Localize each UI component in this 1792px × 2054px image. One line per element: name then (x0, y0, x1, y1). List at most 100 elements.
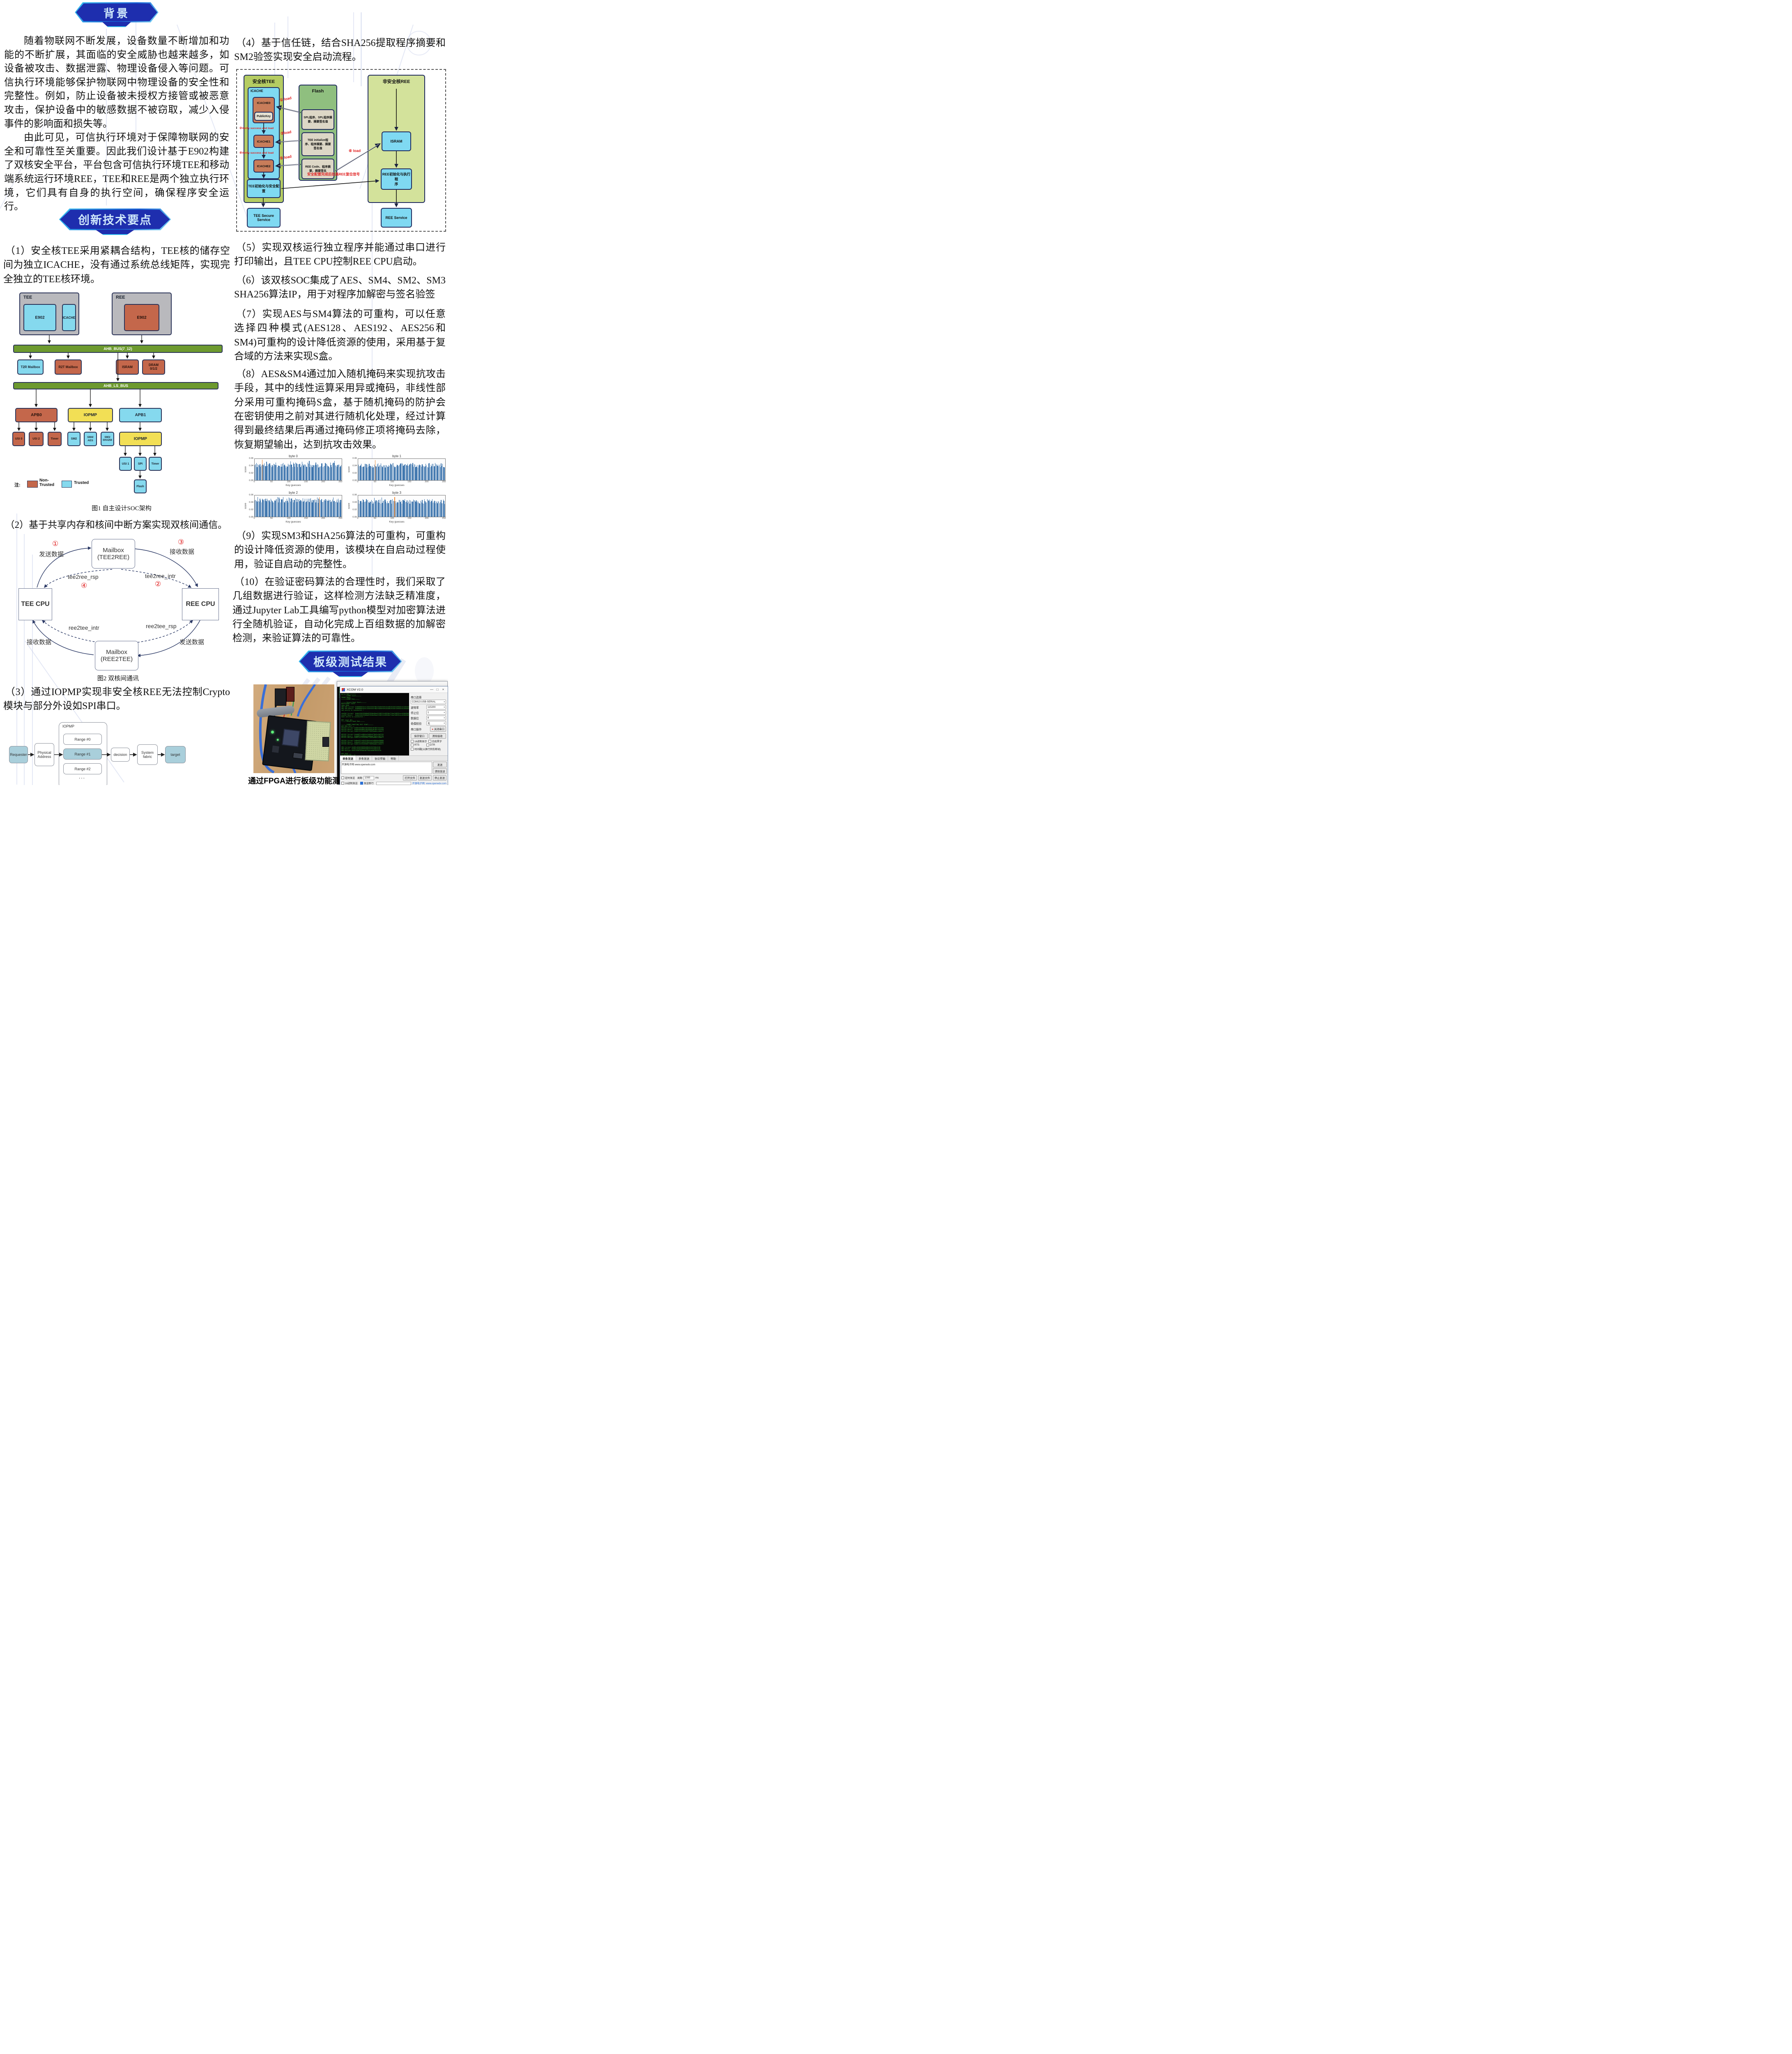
usb-module (275, 689, 286, 706)
fig1-sm4-aes: SM4/ AES (84, 432, 97, 446)
point-7: （7）实现AES与SM4算法的可重构，可以任意选择四种模式(AES128、AES… (234, 309, 446, 362)
fig1-e902-tee: E902 (23, 304, 56, 331)
fig1-usi0: USI 0 (12, 432, 25, 446)
close-button[interactable]: × (442, 688, 444, 691)
tab-协议传输[interactable]: 协议传输 (372, 756, 388, 760)
send-progress-bar (376, 781, 411, 785)
stopbit-select[interactable]: 1▾ (426, 710, 446, 715)
fig1-legend-nontrusted-label: Non- Trusted (39, 478, 55, 487)
port-label: 串口选择 (411, 696, 422, 699)
boot-spl-box: SPL程序、SPL程序摘 要、摘要签名值 (301, 109, 334, 130)
background-badge-label: 背景 (104, 7, 130, 20)
rts-checkbox[interactable]: RTS (411, 744, 419, 746)
fig1-t2r-mailbox: T2R Mailbox (17, 359, 44, 375)
fig1-caption: 图1 自主设计SOC架构 (92, 505, 152, 512)
checkbox-icon (341, 776, 344, 779)
iopmp-decision: decision (111, 748, 130, 762)
checkbox-icon (411, 740, 414, 743)
fig2-step2: ② (155, 580, 161, 588)
fig2-caption: 图2 双核间通讯 (97, 675, 139, 682)
fig1-usi1: USI 1 (119, 457, 132, 471)
clear-send-button[interactable]: 清除发送 (433, 768, 447, 774)
led-green (276, 739, 279, 741)
openedv-link[interactable]: 开源电子网: www.openedv.com (412, 783, 446, 785)
baud-select[interactable]: 115200▾ (426, 705, 446, 709)
hex-display-checkbox[interactable]: 16进制显示 (411, 739, 427, 743)
fig1-apb1: APB1 (119, 408, 162, 422)
chevron-down-icon: ▾ (444, 722, 445, 725)
iopmp-requester: Requester (9, 746, 28, 763)
point-8: （8）AES&SM4通过加入随机掩码来实现抗攻击手段，其中的线性运算采用异或掩码… (234, 369, 446, 450)
boot-load6-label: ⑥ load (349, 149, 361, 153)
parity-select[interactable]: 无▾ (426, 721, 446, 725)
fig2-mailbox-tee2ree: Mailbox (TEE2REE) (92, 539, 135, 569)
point-4: （4）基于信任链，结合SHA256提取程序摘要和SM2验签实现安全启动流程。 (234, 38, 446, 63)
serial-module (286, 687, 294, 702)
port-status-icon: ● (432, 728, 434, 731)
fig1-legend-trusted-swatch (62, 481, 72, 488)
minimize-button[interactable]: — (430, 688, 433, 691)
boot-icache1: ICACHE1 (253, 135, 274, 148)
xcom-window: XCOM V2.0 — □ × Hello REE!!!!!!!! ——————… (340, 686, 448, 785)
iopmp-physical-address: Physical Address (35, 743, 54, 766)
point-5: （5）实现双核运行独立程序并能通过串口进行打印输出，且TEE CPU控制REE … (234, 242, 446, 267)
timed-send-checkbox[interactable]: 定时发送 (341, 776, 355, 780)
fig1-dram: DRAM 0/1/2 (142, 359, 165, 375)
fig2-step4: ④ (81, 582, 87, 589)
open-file-button[interactable]: 打开文件 (403, 775, 417, 781)
port-select[interactable]: COM13:USB-SERIAL▾ (411, 700, 446, 704)
fig2-recv-bottom-label: 接收数据 (27, 639, 52, 646)
boot-ree-init: REE初始化与执行程 序 (381, 168, 412, 190)
white-bg-checkbox[interactable]: 白底黑字 (428, 739, 442, 743)
point-3: （3）通过IOPMP实现非安全核REE无法控制Crypto模块与部分外设如SPI… (3, 687, 230, 712)
checkbox-icon (341, 782, 344, 785)
iopmp-range0: Range #0 (63, 734, 102, 745)
iopmp-system-fabric: System fabric (137, 744, 158, 765)
fig3-iopmp-flow: IOPMP Requester Physical Address Range #… (3, 721, 231, 785)
poster-page: 背景 随着物联网不断发展，设备数量不断增加和功能的不断扩展，其面临的安全威胁也越… (0, 0, 448, 785)
fig1-sm2: SM2 (67, 432, 81, 446)
background-badge: 背景 (73, 2, 160, 27)
timestamp-checkbox[interactable]: 时间戳(以换行回车断帧) (411, 747, 441, 751)
close-port-button[interactable]: ● 关闭串口 (430, 726, 446, 732)
iopmp-dots: ... (79, 774, 86, 780)
serial-terminal[interactable]: Hello REE!!!!!!!! ——————IOPMP Start—————… (340, 693, 409, 755)
stopbit-label: 停止位 (411, 712, 419, 715)
hex-send-checkbox[interactable]: 16进制发送 (341, 781, 358, 785)
tab-帮助[interactable]: 帮助 (388, 756, 399, 760)
period-input[interactable]: 1000 (363, 776, 375, 780)
send-newline-checkbox[interactable]: 发送新行 (360, 781, 374, 785)
fig2-step1: ① (52, 540, 59, 548)
fig1-soc-architecture: TEE E902 ICACHE REE E902 AHB_BUS(7_12) T… (12, 292, 231, 516)
tab-多条发送[interactable]: 多条发送 (356, 756, 372, 760)
fig2-mailbox-ree2tee: Mailbox (REE2TEE) (95, 641, 138, 670)
send-file-button[interactable]: 发送文件 (418, 775, 432, 781)
dtr-checkbox[interactable]: DTR (426, 744, 435, 746)
intro-paragraph-2: 由此可见，可信执行环境对于保障物联网的安全和可靠性至关重要。因此我们设计基于E9… (4, 132, 229, 212)
fig2-communication: Mailbox (TEE2REE) TEE CPU REE CPU Mailbo… (14, 536, 222, 683)
clear-receive-button[interactable]: 清除接收 (429, 733, 446, 739)
boot-tee-secure-service: TEE Secure Service (247, 208, 281, 228)
databit-select[interactable]: 8▾ (426, 716, 446, 720)
intro-section: 随着物联网不断发展，设备数量不断增加和功能的不断扩展，其面临的安全威胁也越来越多… (4, 35, 229, 214)
fig1-iopmp: IOPMP (68, 408, 113, 422)
tab-单条发送[interactable]: 单条发送 (340, 756, 356, 760)
badge-tab (332, 672, 369, 677)
fig2-ree-cpu: REE CPU (182, 588, 219, 620)
send-input[interactable]: 开源电子网 www.openedv.com (341, 762, 432, 774)
send-button[interactable]: 发送 (433, 762, 447, 767)
stop-send-button[interactable]: 停止发送 (432, 775, 446, 781)
fig1-e902-ree: E902 (124, 304, 159, 331)
save-window-button[interactable]: 保存窗口 (411, 733, 428, 739)
maximize-button[interactable]: □ (436, 688, 439, 691)
point-10: （10）在验证密码算法的合理性时，我们采取了几组数据进行验证，这样检测方法缺乏精… (232, 577, 446, 644)
board-test-badge: 板级测试结果 (297, 650, 404, 677)
fig1-usi2: USI 2 (29, 432, 44, 446)
ms-label: ms (375, 776, 379, 779)
checkbox-icon (411, 744, 414, 746)
